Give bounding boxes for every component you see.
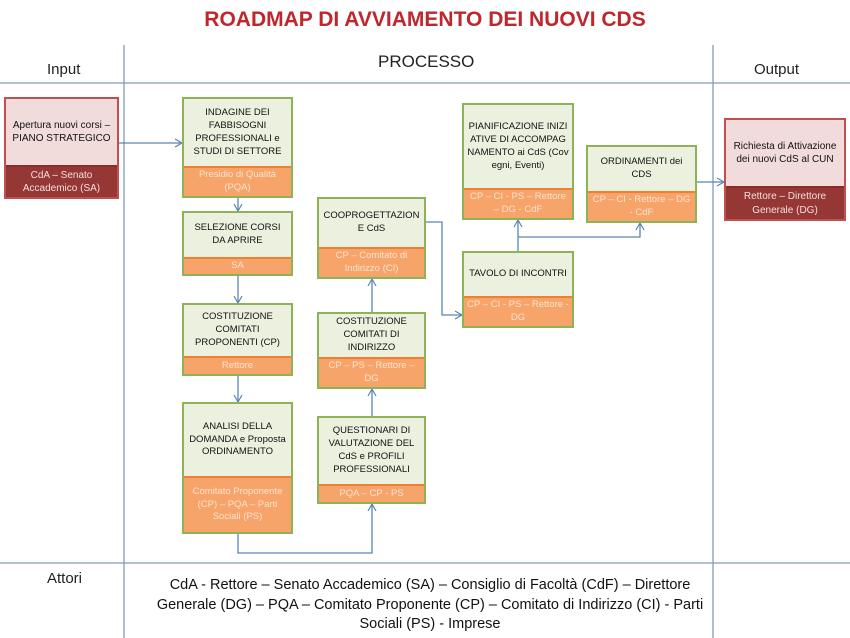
box-actors: Comitato Proponente (CP) – PQA – Parti S…	[184, 478, 291, 532]
box-title: ANALISI DELLA DOMANDA e Proposta ORDINAM…	[184, 404, 291, 478]
box-actors: CP – PS – Rettore – DG	[319, 359, 424, 387]
box-actors: CdA – Senato Accademico (SA)	[6, 167, 117, 197]
row-actors-label: Attori	[47, 570, 83, 587]
box-analisi: ANALISI DELLA DOMANDA e Proposta ORDINAM…	[182, 402, 293, 534]
box-title: Apertura nuovi corsi – PIANO STRATEGICO	[6, 99, 117, 167]
box-title: INDAGINE DEI FABBISOGNI PROFESSIONALI e …	[184, 99, 291, 169]
box-costituzione-cp: COSTITUZIONE COMITATI PROPONENTI (CP) Re…	[182, 303, 293, 376]
column-process-label: PROCESSO	[378, 52, 475, 71]
box-title: COOPROGETTAZIONE CdS	[319, 199, 424, 250]
box-ordinamenti: ORDINAMENTI dei CDS CP – CI - Rettore – …	[586, 145, 697, 223]
arrow	[518, 221, 645, 238]
box-output: Richiesta di Attivazione dei nuovi CdS a…	[724, 118, 846, 221]
box-costituzione-ci: COSTITUZIONE COMITATI DI INDIRIZZO CP – …	[317, 312, 426, 389]
box-title: ORDINAMENTI dei CDS	[588, 147, 695, 194]
box-pianificazione: PIANIFICAZIONE INIZIATIVE DI ACCOMPAGNAM…	[462, 103, 574, 220]
box-title: TAVOLO DI INCONTRI	[464, 253, 572, 299]
box-indagine: INDAGINE DEI FABBISOGNI PROFESSIONALI e …	[182, 97, 293, 198]
box-actors: CP – CI - PS – Rettore - DG	[464, 298, 572, 326]
box-title: Richiesta di Attivazione dei nuovi CdS a…	[726, 120, 844, 188]
box-title: SELEZIONE CORSI DA APRIRE	[184, 213, 291, 260]
box-actors: Rettore – Direttore Generale (DG)	[726, 188, 844, 219]
box-selezione: SELEZIONE CORSI DA APRIRE SA	[182, 211, 293, 276]
arrow	[426, 221, 464, 320]
box-tavolo: TAVOLO DI INCONTRI CP – CI - PS – Rettor…	[462, 251, 574, 328]
box-actors: SA	[184, 259, 291, 274]
arrow	[237, 502, 377, 554]
box-actors: CP – CI - Rettore – DG - CdF	[588, 193, 695, 221]
actors-list: CdA - Rettore – Senato Accademico (SA) –…	[156, 577, 704, 633]
box-actors: Rettore	[184, 358, 291, 374]
box-input: Apertura nuovi corsi – PIANO STRATEGICO …	[4, 97, 119, 199]
column-output-label: Output	[754, 61, 800, 78]
box-title: COSTITUZIONE COMITATI PROPONENTI (CP)	[184, 305, 291, 358]
box-actors: PQA – CP - PS	[319, 486, 424, 502]
box-title: COSTITUZIONE COMITATI DI INDIRIZZO	[319, 314, 424, 360]
column-input-label: Input	[47, 61, 81, 78]
box-actors: Presidio di Qualità (PQA)	[184, 168, 291, 196]
box-questionari: QUESTIONARI DI VALUTAZIONE DEL CdS e PRO…	[317, 416, 426, 504]
diagram-title: ROADMAP DI AVVIAMENTO DEI NUOVI CDS	[204, 8, 646, 31]
box-title: PIANIFICAZIONE INIZIATIVE DI ACCOMPAGNAM…	[464, 105, 572, 191]
box-actors: CP – CI - PS – Rettore – DG - CdF	[464, 190, 572, 218]
box-cooprogettazione: COOPROGETTAZIONE CdS CP – Comitato di In…	[317, 197, 426, 279]
box-title: QUESTIONARI DI VALUTAZIONE DEL CdS e PRO…	[319, 418, 424, 486]
box-actors: CP – Comitato di Indirizzo (CI)	[319, 249, 424, 277]
